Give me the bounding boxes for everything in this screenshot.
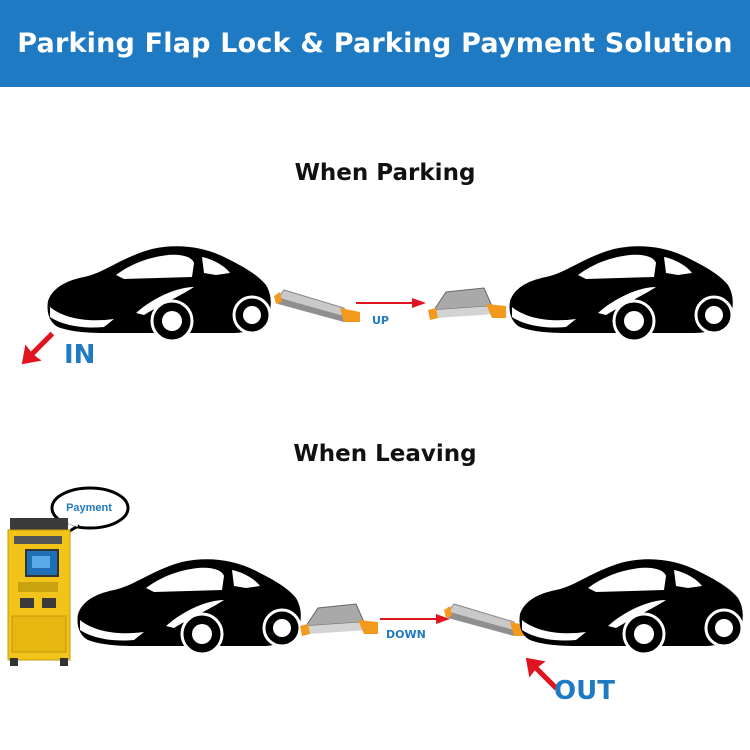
car-icon [44,243,274,343]
flap-lock-icon [298,600,388,640]
bubble-label-payment: Payment [66,502,112,514]
header-banner: Parking Flap Lock & Parking Payment Solu… [0,0,750,87]
arrow-icon [20,330,56,366]
direction-label-out: OUT [554,676,615,706]
page-title: Parking Flap Lock & Parking Payment Solu… [17,28,733,59]
section-title-parking: When Parking [294,160,476,186]
arrow-icon [356,296,426,310]
action-label-down: DOWN [386,628,426,641]
section-title-leaving: When Leaving [293,441,477,467]
action-label-up: UP [372,314,389,327]
direction-label-in: IN [64,340,96,370]
flap-lock-icon [274,286,364,326]
car-icon [74,556,304,656]
car-icon [516,556,746,656]
payment-kiosk-icon [7,518,71,666]
flap-lock-icon [426,284,516,324]
arrow-icon [380,612,450,626]
car-icon [506,243,736,343]
